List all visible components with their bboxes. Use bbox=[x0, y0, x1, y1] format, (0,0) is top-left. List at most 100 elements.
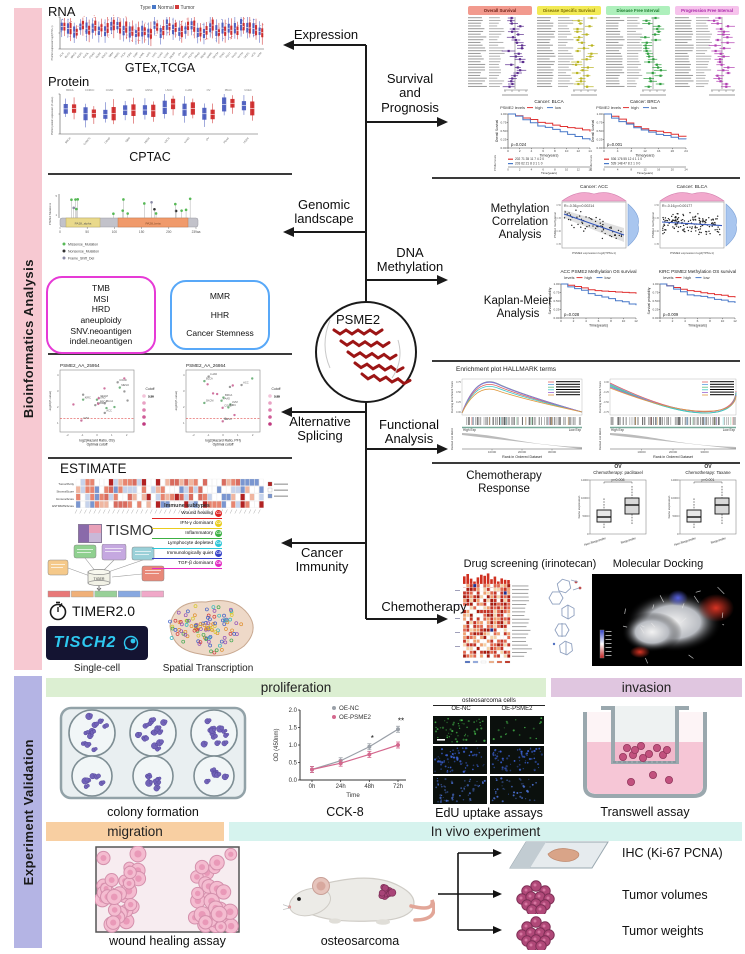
svg-text:OV: OV bbox=[704, 464, 712, 470]
svg-text:239aa: 239aa bbox=[192, 230, 201, 234]
svg-text:OV: OV bbox=[205, 136, 211, 142]
svg-text:0.50: 0.50 bbox=[456, 390, 462, 394]
svg-text:OV: OV bbox=[207, 88, 211, 92]
svg-text:PAAD: PAAD bbox=[97, 401, 104, 405]
svg-text:2: 2 bbox=[126, 433, 128, 437]
cck8-caption: CCK-8 bbox=[326, 805, 364, 819]
spatial-transcription-image bbox=[168, 600, 254, 657]
svg-text:6: 6 bbox=[598, 319, 600, 323]
rna-legend-normal: Normal bbox=[157, 5, 174, 11]
svg-text:ACC: ACC bbox=[243, 381, 249, 385]
svg-text:ESTIMATEScore: ESTIMATEScore bbox=[52, 504, 74, 508]
svg-text:4: 4 bbox=[531, 149, 533, 153]
svg-text:OE-NC: OE-NC bbox=[339, 705, 359, 712]
band-migration: migration bbox=[46, 822, 224, 841]
svg-text:Ranked List Metric: Ranked List Metric bbox=[450, 427, 454, 450]
svg-text:log2(Hazard Ratio, OS): log2(Hazard Ratio, OS) bbox=[79, 439, 114, 443]
svg-text:100: 100 bbox=[112, 230, 118, 234]
section-divider bbox=[432, 462, 740, 464]
svg-text:10: 10 bbox=[721, 319, 725, 323]
svg-text:0.05: 0.05 bbox=[274, 394, 280, 398]
svg-text:GBM: GBM bbox=[126, 88, 132, 92]
svg-text:p=0.009: p=0.009 bbox=[663, 312, 679, 317]
svg-text:**: ** bbox=[398, 716, 404, 725]
protein-title: Protein bbox=[48, 74, 90, 89]
svg-text:LUAD: LUAD bbox=[99, 395, 106, 399]
svg-text:2.0: 2.0 bbox=[289, 708, 298, 714]
svg-text:KIRP: KIRP bbox=[132, 51, 139, 58]
svg-text:0: 0 bbox=[560, 319, 562, 323]
svg-text:1.00: 1.00 bbox=[652, 282, 658, 286]
svg-text:PSME2_AA_26864: PSME2_AA_26864 bbox=[186, 363, 226, 368]
svg-text:0: 0 bbox=[603, 149, 605, 153]
tisch-cell-icon bbox=[124, 635, 139, 651]
tumor-weights-illustration bbox=[516, 916, 555, 950]
spatial-caption: Spatial Transcription bbox=[162, 663, 254, 674]
svg-text:CESC: CESC bbox=[76, 51, 84, 59]
forest-panel-title: Overall Survival bbox=[468, 6, 532, 15]
svg-text:LAML: LAML bbox=[138, 51, 146, 59]
svg-text:Time(years): Time(years) bbox=[539, 154, 558, 158]
rna-legend: Type Normal Tumor bbox=[140, 5, 195, 11]
svg-text:Responder: Responder bbox=[620, 536, 637, 545]
svg-text:0.00: 0.00 bbox=[456, 410, 462, 414]
methylation-corr-label: Methylation Correlation Analysis bbox=[490, 203, 550, 242]
wound-caption: wound healing assay bbox=[109, 934, 226, 948]
svg-text:Low Exp: Low Exp bbox=[723, 428, 735, 432]
svg-text:8: 8 bbox=[554, 149, 556, 153]
svg-text:12: 12 bbox=[634, 319, 638, 323]
svg-text:0.00: 0.00 bbox=[553, 316, 559, 320]
svg-text:2: 2 bbox=[57, 405, 59, 409]
svg-text:Time(years): Time(years) bbox=[635, 154, 654, 158]
svg-text:24h: 24h bbox=[336, 784, 346, 790]
svg-text:16: 16 bbox=[657, 167, 661, 171]
svg-text:150: 150 bbox=[139, 230, 145, 234]
svg-text:1: 1 bbox=[111, 433, 113, 437]
svg-text:20000: 20000 bbox=[669, 450, 678, 454]
section-divider bbox=[432, 177, 740, 179]
rna-caption: GTEx,TCGA bbox=[124, 61, 196, 75]
svg-text:LSCC: LSCC bbox=[165, 88, 172, 92]
svg-text:Time(years): Time(years) bbox=[589, 324, 608, 328]
svg-text:KICH: KICH bbox=[120, 51, 127, 58]
svg-text:0.00: 0.00 bbox=[652, 316, 658, 320]
forest-panel: Progression Free Interval bbox=[675, 6, 739, 100]
svg-text:0.45: 0.45 bbox=[654, 217, 659, 220]
sidebar-experiment-label: Experiment Validation bbox=[20, 738, 36, 886]
svg-text:536 176 55 12 4 1 1 0: 536 176 55 12 4 1 1 0 bbox=[611, 157, 642, 161]
irinotecan-structure bbox=[548, 578, 582, 656]
svg-text:Cancer: ACC: Cancer: ACC bbox=[580, 184, 609, 190]
svg-text:LUAD: LUAD bbox=[185, 88, 192, 92]
colony-caption: colony formation bbox=[107, 805, 199, 819]
svg-text:ESCA: ESCA bbox=[101, 51, 109, 59]
svg-text:Non-Responder: Non-Responder bbox=[584, 536, 608, 547]
svg-text:PDAC: PDAC bbox=[222, 136, 230, 144]
svg-text:6: 6 bbox=[542, 167, 544, 171]
svg-text:2: 2 bbox=[252, 433, 254, 437]
svg-text:low: low bbox=[651, 105, 657, 110]
svg-text:0.13: 0.13 bbox=[274, 394, 280, 398]
svg-text:0.0: 0.0 bbox=[289, 778, 298, 784]
transwell-caption: Transwell assay bbox=[600, 805, 690, 819]
svg-text:THCA: THCA bbox=[230, 51, 238, 59]
svg-text:0.00: 0.00 bbox=[596, 146, 602, 150]
immune-subtype-badge: C4 bbox=[215, 540, 222, 547]
svg-text:p=0.008: p=0.008 bbox=[611, 478, 624, 482]
tismo-logo-icon bbox=[78, 524, 102, 543]
svg-text:4: 4 bbox=[585, 319, 587, 323]
svg-text:PSME2 methylation: PSME2 methylation bbox=[553, 212, 557, 239]
svg-text:PA28_alpha: PA28_alpha bbox=[75, 221, 92, 225]
svg-text:12: 12 bbox=[577, 167, 581, 171]
svg-text:BRCA: BRCA bbox=[66, 88, 73, 92]
svg-text:PSME2 methylation: PSME2 methylation bbox=[651, 212, 655, 239]
tmb-line: aneuploidy bbox=[80, 315, 122, 325]
rna-title: RNA bbox=[48, 4, 76, 19]
colony-formation-plate bbox=[59, 706, 247, 800]
mmr-line: MMR bbox=[209, 291, 231, 302]
branch-chemotherapy-label: Chemotherapy bbox=[381, 599, 467, 614]
svg-text:PSME2 expression log2(TPM+1): PSME2 expression log2(TPM+1) bbox=[51, 25, 54, 60]
svg-text:UCS: UCS bbox=[250, 51, 257, 58]
svg-text:low: low bbox=[704, 275, 710, 280]
svg-text:0.50: 0.50 bbox=[654, 204, 659, 207]
